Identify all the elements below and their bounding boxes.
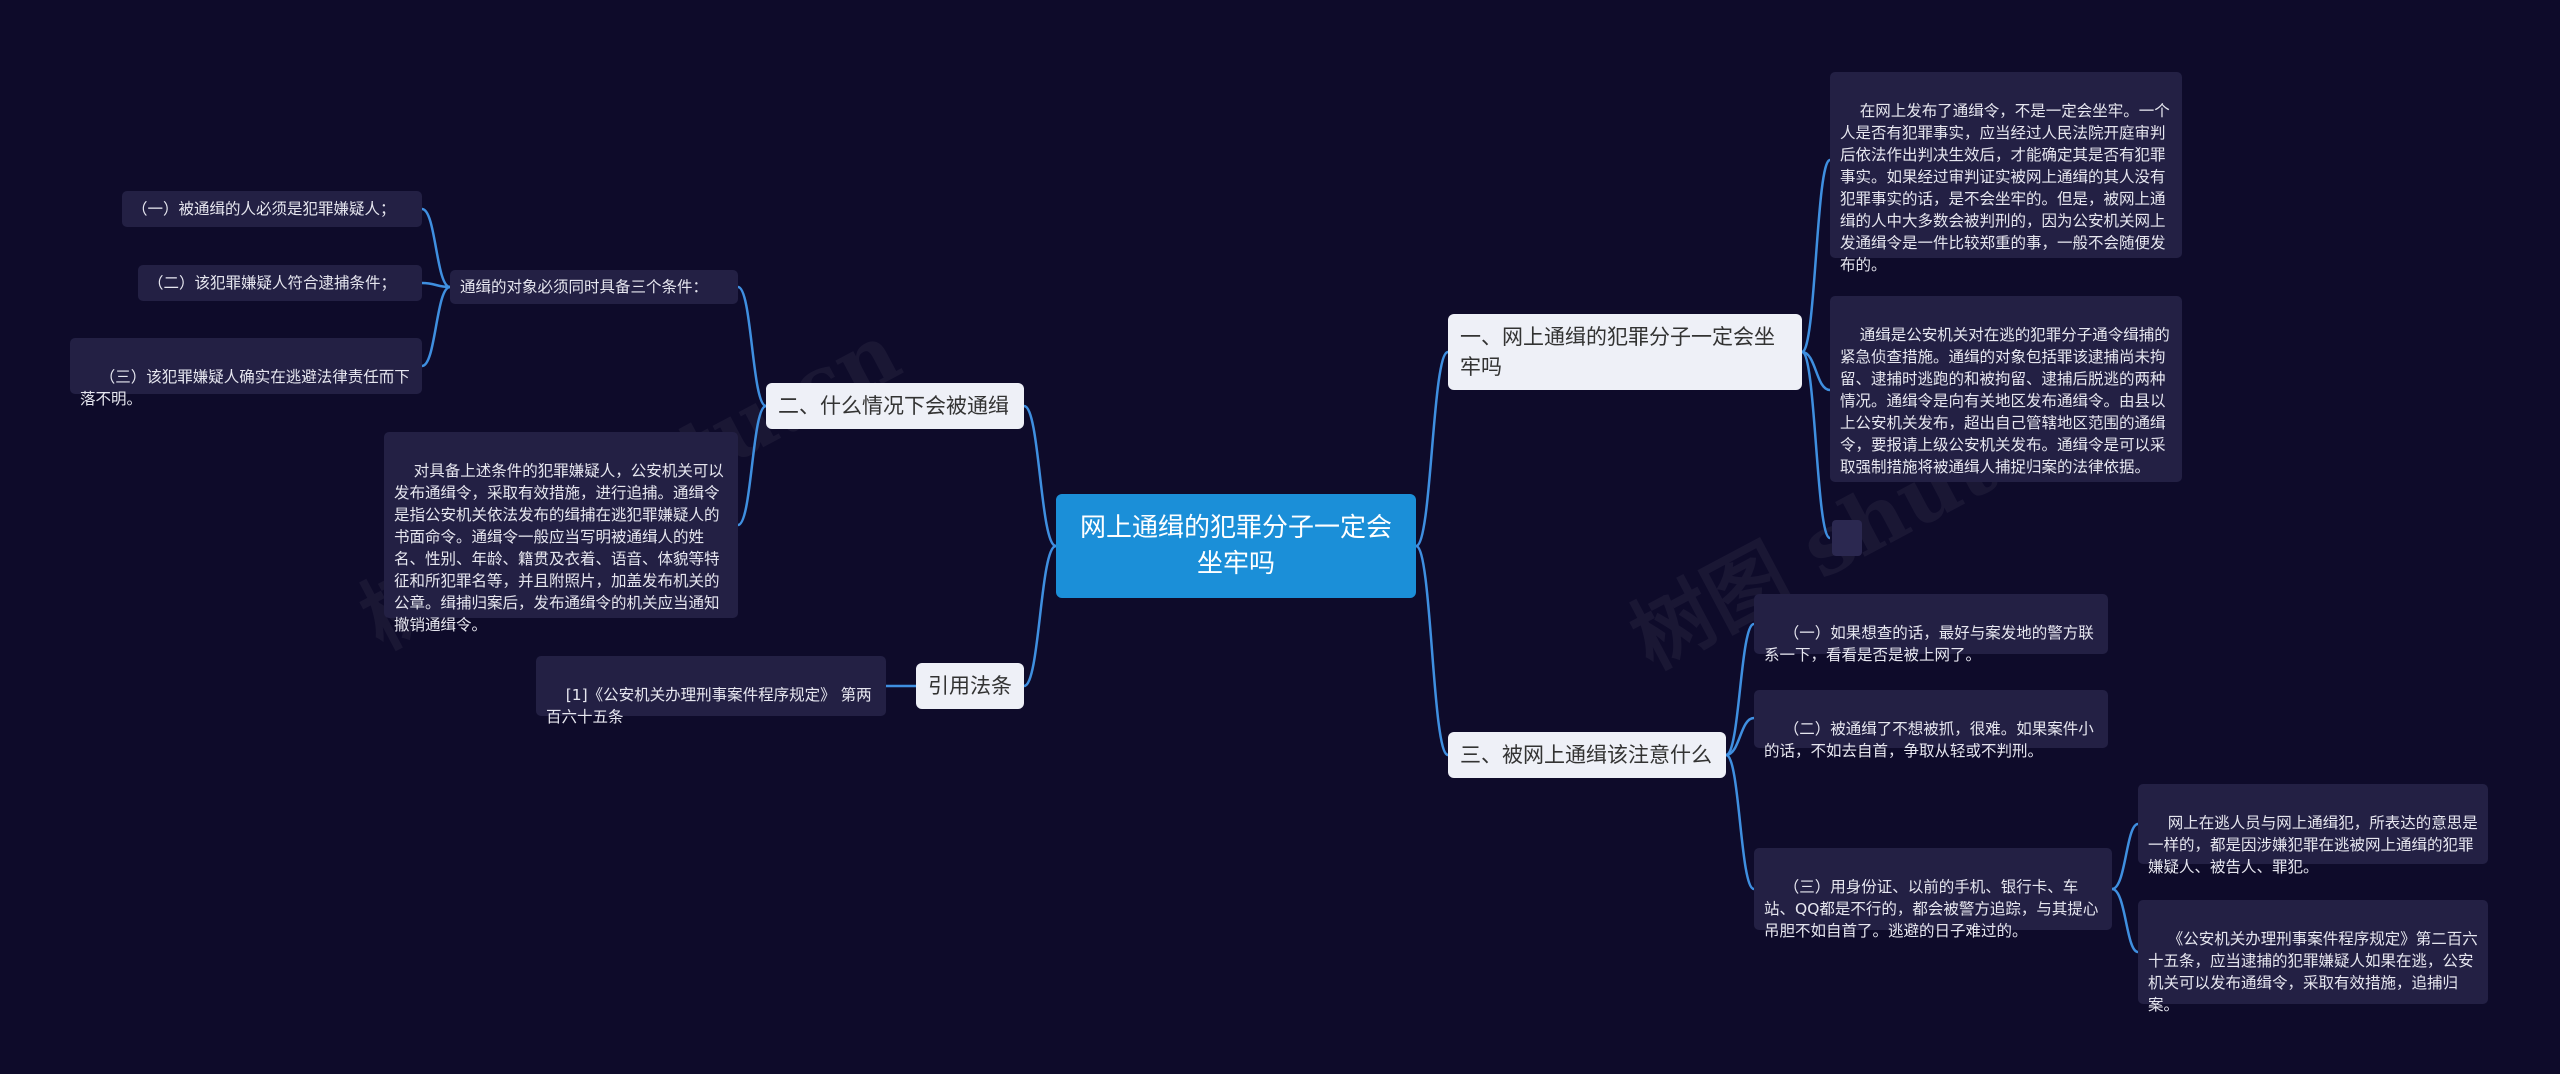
connector-line bbox=[1414, 350, 1450, 548]
branch-topic-label: 三、被网上通缉该注意什么 bbox=[1460, 743, 1712, 767]
leaf-topic[interactable]: 《公安机关办理刑事案件程序规定》第二百六十五条，应当逮捕的犯罪嫌疑人如果在逃，公… bbox=[2138, 900, 2488, 1014]
branch-topic-cited-law[interactable]: 引用法条 bbox=[916, 663, 1024, 709]
leaf-topic[interactable]: 对具备上述条件的犯罪嫌疑人，公安机关可以发布通缉令，采取有效措施，进行追捕。通缉… bbox=[384, 432, 738, 634]
root-topic[interactable]: 网上通缉的犯罪分子一定会坐牢吗 bbox=[1056, 494, 1416, 598]
leaf-topic[interactable]: （一）如果想查的话，最好与案发地的警方联系一下，看看是否是被上网了。 bbox=[1754, 594, 2108, 664]
leaf-text: （三）该犯罪嫌疑人确实在逃避法律责任而下落不明。 bbox=[80, 368, 410, 408]
leaf-topic[interactable]: 在网上发布了通缉令，不是一定会坐牢。一个人是否有犯罪事实，应当经过人民法院开庭审… bbox=[1830, 72, 2182, 274]
connector-line bbox=[1725, 753, 1755, 891]
connector-line bbox=[1725, 622, 1755, 757]
leaf-text: 对具备上述条件的犯罪嫌疑人，公安机关可以发布通缉令，采取有效措施，进行追捕。通缉… bbox=[394, 462, 724, 634]
connector-line bbox=[1023, 404, 1057, 548]
connector-line bbox=[1414, 544, 1450, 757]
leaf-text: （三）用身份证、以前的手机、银行卡、车站、QQ都是不行的，都会被警方追踪，与其提… bbox=[1764, 878, 2099, 940]
connector-line bbox=[1800, 350, 1832, 540]
leaf-text: （二）被通缉了不想被抓，很难。如果案件小的话，不如去自首，争取从轻或不判刑。 bbox=[1764, 720, 2094, 760]
leaf-topic-conditions[interactable]: 通缉的对象必须同时具备三个条件： bbox=[450, 270, 738, 304]
connector-line bbox=[421, 207, 451, 289]
leaf-text: [1]《公安机关办理刑事案件程序规定》 第两百六十五条 bbox=[546, 686, 872, 726]
branch-topic-what-to-note[interactable]: 三、被网上通缉该注意什么 bbox=[1448, 732, 1726, 778]
branch-topic-when-wanted[interactable]: 二、什么情况下会被通缉 bbox=[766, 383, 1024, 429]
connector-line bbox=[421, 285, 451, 368]
leaf-text: （一）被通缉的人必须是犯罪嫌疑人； bbox=[132, 200, 396, 218]
empty-leaf-topic[interactable] bbox=[1832, 520, 1862, 556]
leaf-text: 在网上发布了通缉令，不是一定会坐牢。一个人是否有犯罪事实，应当经过人民法院开庭审… bbox=[1840, 102, 2170, 274]
leaf-text: 通缉的对象必须同时具备三个条件： bbox=[460, 278, 709, 296]
leaf-topic[interactable]: （二）该犯罪嫌疑人符合逮捕条件； bbox=[138, 265, 422, 301]
leaf-text: 《公安机关办理刑事案件程序规定》第二百六十五条，应当逮捕的犯罪嫌疑人如果在逃，公… bbox=[2148, 930, 2478, 1014]
leaf-topic[interactable]: 网上在逃人员与网上通缉犯，所表达的意思是一样的，都是因涉嫌犯罪在逃被网上通缉的犯… bbox=[2138, 784, 2488, 876]
connector-line bbox=[1725, 716, 1755, 757]
connector-line bbox=[2111, 822, 2139, 891]
branch-topic-will-go-to-jail[interactable]: 一、网上通缉的犯罪分子一定会坐牢吗 bbox=[1448, 314, 1802, 390]
leaf-topic[interactable]: （三）该犯罪嫌疑人确实在逃避法律责任而下落不明。 bbox=[70, 338, 422, 408]
leaf-topic[interactable]: [1]《公安机关办理刑事案件程序规定》 第两百六十五条 bbox=[536, 656, 886, 726]
branch-topic-label: 二、什么情况下会被通缉 bbox=[778, 394, 1009, 418]
branch-topic-label: 引用法条 bbox=[928, 674, 1012, 698]
leaf-text: （一）如果想查的话，最好与案发地的警方联系一下，看看是否是被上网了。 bbox=[1764, 624, 2094, 664]
connector-line bbox=[2111, 887, 2139, 954]
leaf-text: 网上在逃人员与网上通缉犯，所表达的意思是一样的，都是因涉嫌犯罪在逃被网上通缉的犯… bbox=[2148, 814, 2478, 876]
connector-line bbox=[1023, 544, 1057, 688]
connector-line bbox=[1800, 158, 1832, 354]
connector-line bbox=[737, 285, 767, 408]
leaf-topic[interactable]: （二）被通缉了不想被抓，很难。如果案件小的话，不如去自首，争取从轻或不判刑。 bbox=[1754, 690, 2108, 760]
connector-line bbox=[1801, 350, 1831, 392]
root-topic-label: 网上通缉的犯罪分子一定会坐牢吗 bbox=[1079, 513, 1392, 579]
leaf-text: 通缉是公安机关对在逃的犯罪分子通令缉捕的紧急侦查措施。通缉的对象包括罪该逮捕尚未… bbox=[1840, 326, 2170, 476]
leaf-topic[interactable]: 通缉是公安机关对在逃的犯罪分子通令缉捕的紧急侦查措施。通缉的对象包括罪该逮捕尚未… bbox=[1830, 296, 2182, 482]
leaf-topic[interactable]: （三）用身份证、以前的手机、银行卡、车站、QQ都是不行的，都会被警方追踪，与其提… bbox=[1754, 848, 2112, 940]
leaf-text: （二）该犯罪嫌疑人符合逮捕条件； bbox=[148, 274, 397, 292]
branch-topic-label: 一、网上通缉的犯罪分子一定会坐牢吗 bbox=[1460, 325, 1775, 379]
connector-line bbox=[737, 404, 767, 527]
leaf-topic[interactable]: （一）被通缉的人必须是犯罪嫌疑人； bbox=[122, 191, 422, 227]
